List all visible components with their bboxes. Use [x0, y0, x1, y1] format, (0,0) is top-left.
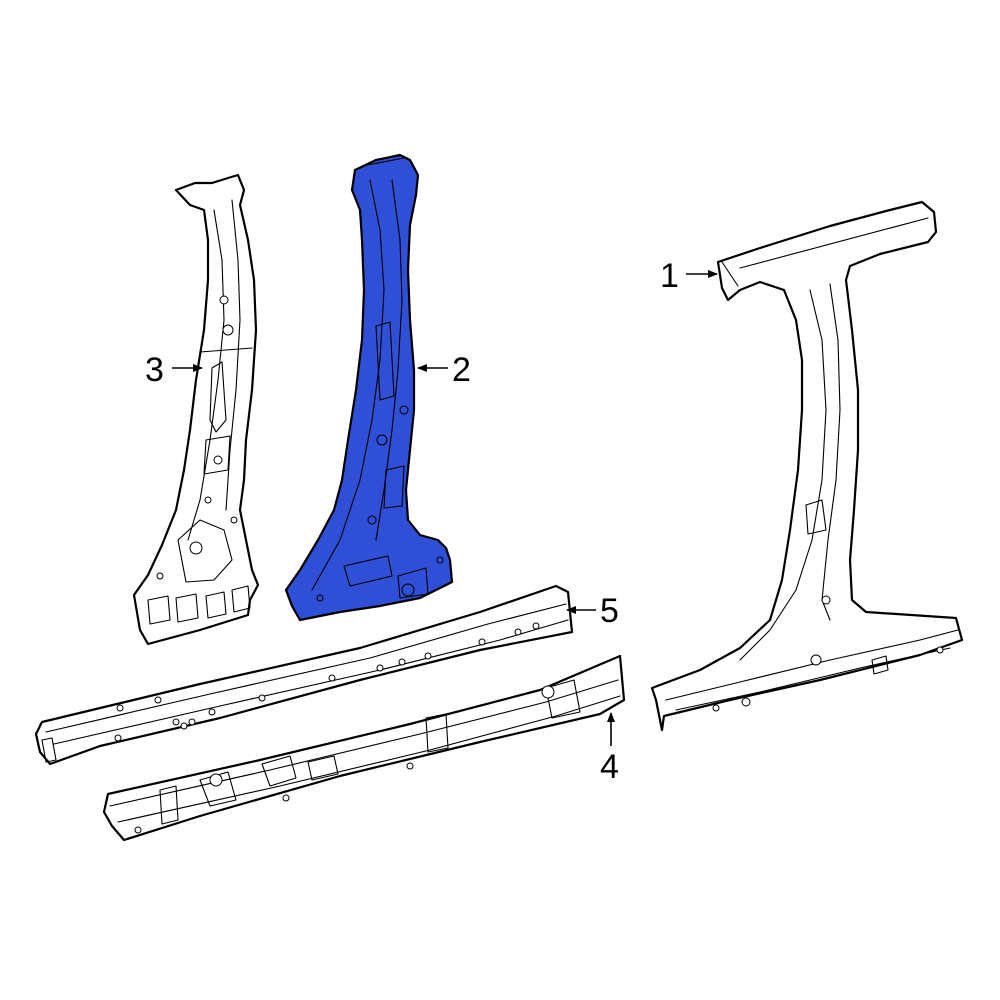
part-4-rocker-reinforcement[interactable] — [102, 654, 626, 842]
callout-4[interactable]: 4 — [600, 748, 619, 786]
part-3-inner-pillar[interactable] — [132, 173, 260, 646]
callout-1[interactable]: 1 — [660, 257, 679, 295]
callout-3[interactable]: 3 — [145, 351, 164, 389]
callout-2[interactable]: 2 — [452, 351, 471, 389]
part-2-pillar-reinforcement[interactable] — [284, 153, 454, 622]
callout-5[interactable]: 5 — [600, 592, 619, 630]
part-5-inner-rocker[interactable] — [34, 584, 574, 766]
callout-leaders — [172, 270, 718, 746]
part-1-outer-body-side[interactable] — [650, 200, 964, 732]
